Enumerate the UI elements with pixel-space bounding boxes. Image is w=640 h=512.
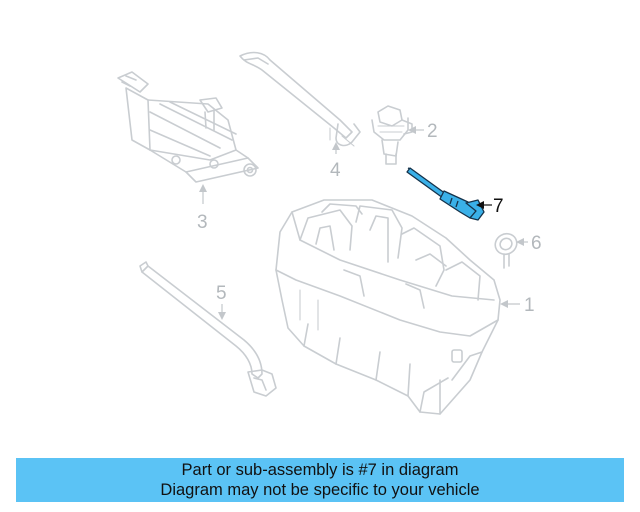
callout-6: 6 xyxy=(516,233,542,254)
callout-2-label: 2 xyxy=(427,121,438,142)
callout-4: 4 xyxy=(330,142,341,181)
hook-part xyxy=(371,105,413,165)
callout-3-label: 3 xyxy=(197,212,208,233)
banner-part-note: Part or sub-assembly is #7 in diagram xyxy=(181,461,459,479)
screwdriver-part-highlighted xyxy=(406,167,485,221)
callout-1-label: 1 xyxy=(524,295,535,316)
tool-tray-part xyxy=(275,199,501,415)
callout-1: 1 xyxy=(500,295,535,316)
banner-disclaimer: Diagram may not be specific to your vehi… xyxy=(160,481,480,499)
callout-4-label: 4 xyxy=(330,160,341,181)
callout-7: 7 xyxy=(476,196,504,217)
lug-wrench-part xyxy=(139,261,277,397)
callout-7-label: 7 xyxy=(493,196,504,217)
callout-5-label: 5 xyxy=(216,283,227,304)
jack-part xyxy=(117,71,259,183)
parts-diagram: 1 2 3 4 5 6 7 xyxy=(117,51,542,415)
callout-5: 5 xyxy=(216,283,227,320)
jack-handle-part xyxy=(239,51,361,147)
callout-3: 3 xyxy=(197,184,208,233)
ring-part xyxy=(494,232,518,269)
info-banner: Part or sub-assembly is #7 in diagram Di… xyxy=(16,458,624,502)
callout-6-label: 6 xyxy=(531,233,542,254)
callout-2: 2 xyxy=(408,121,438,142)
